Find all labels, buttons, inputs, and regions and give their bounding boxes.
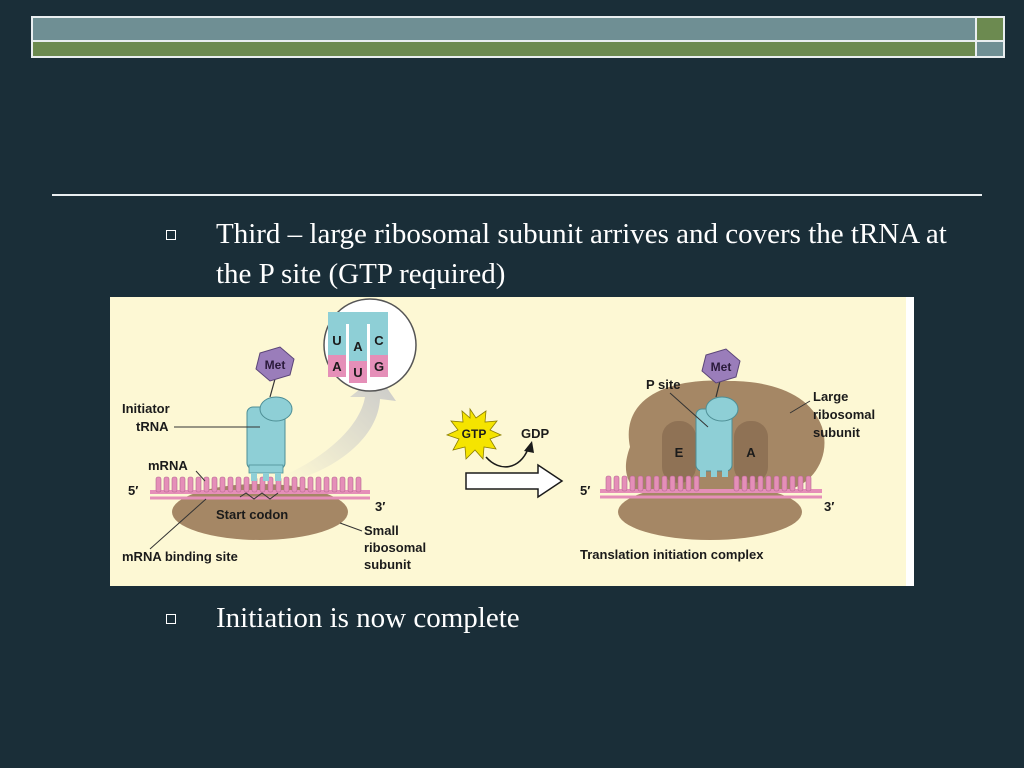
large-subunit-label-line1: Large (813, 389, 848, 404)
bullet-text-2: Initiation is now complete (216, 602, 520, 634)
mrna-bases-right (605, 475, 812, 492)
p-site-label: P site (646, 377, 680, 392)
five-prime-right: 5′ (580, 483, 590, 498)
e-site-pocket (662, 421, 696, 483)
initiator-trna-left (246, 378, 293, 481)
bullet-text-1: Third – large ribosomal subunit arrives … (216, 218, 947, 290)
mrna-binding-site-label: mRNA binding site (122, 549, 238, 564)
gdp-label: GDP (521, 426, 550, 441)
gtp-burst (445, 407, 503, 460)
three-prime-right: 3′ (824, 499, 834, 514)
anticodon-base-2: A (353, 339, 363, 354)
five-prime-left: 5′ (128, 483, 138, 498)
a-site-label: A (746, 445, 756, 460)
mrna-label-left: mRNA (148, 458, 188, 473)
codon-base-3: G (374, 359, 384, 374)
gtp-label: GTP (462, 427, 487, 441)
figure-right-edge (906, 297, 914, 586)
bullet-square-icon (166, 614, 176, 624)
start-codon-label: Start codon (216, 507, 288, 522)
header-band-teal (31, 16, 977, 42)
large-subunit-label-line3: subunit (813, 425, 861, 440)
small-subunit-label-line3: subunit (364, 557, 412, 572)
codon-base-1: A (332, 359, 342, 374)
a-site-pocket (734, 421, 768, 483)
large-subunit-label-line2: ribosomal (813, 407, 875, 422)
header-corner-square-teal (977, 42, 1005, 58)
anticodon-base-1: U (332, 333, 341, 348)
gtp-hydrolysis-arrow (485, 448, 529, 468)
e-site-label: E (675, 445, 684, 460)
title-divider (52, 194, 982, 196)
anticodon-base-3: C (374, 333, 384, 348)
met-label-right: Met (711, 360, 732, 374)
met-hexagon-right (701, 348, 741, 384)
header-band-green (31, 42, 977, 58)
initiator-trna-label-line2: tRNA (136, 419, 169, 434)
three-prime-left: 3′ (375, 499, 385, 514)
magnified-codon (328, 355, 388, 383)
header-corner-square-green (977, 16, 1005, 42)
met-hexagon-left (255, 346, 295, 382)
small-subunit-label-line2: ribosomal (364, 540, 426, 555)
process-arrow (465, 463, 564, 499)
magnify-arrow (285, 375, 396, 479)
translation-initiation-complex-caption: Translation initiation complex (580, 547, 764, 562)
bullet-square-icon (166, 230, 176, 240)
mrna-bases-left (155, 476, 362, 493)
small-subunit-label-line1: Small (364, 523, 399, 538)
codon-base-2: U (353, 365, 362, 380)
met-label-left: Met (265, 358, 286, 372)
initiator-trna-label-line1: Initiator (122, 401, 170, 416)
translation-initiation-figure: Met U A C A U G Initiator tRNA mRNA 5′ 3… (110, 297, 914, 586)
magnified-anticodon (328, 312, 388, 362)
